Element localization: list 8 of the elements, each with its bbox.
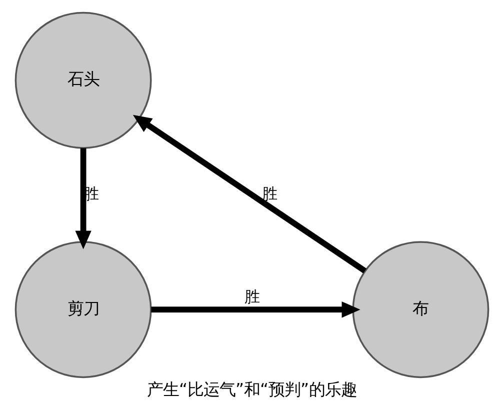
edge-label: 胜 (244, 288, 259, 306)
node-circle: 剪刀 (14, 241, 152, 378)
arrow (150, 302, 360, 318)
edge-label: 胜 (262, 184, 277, 203)
arrow (74, 148, 91, 250)
caption: 产生“比运气”和“预判”的乐趣 (146, 380, 357, 400)
node-circle: 布 (352, 241, 489, 378)
arrow (132, 114, 366, 274)
